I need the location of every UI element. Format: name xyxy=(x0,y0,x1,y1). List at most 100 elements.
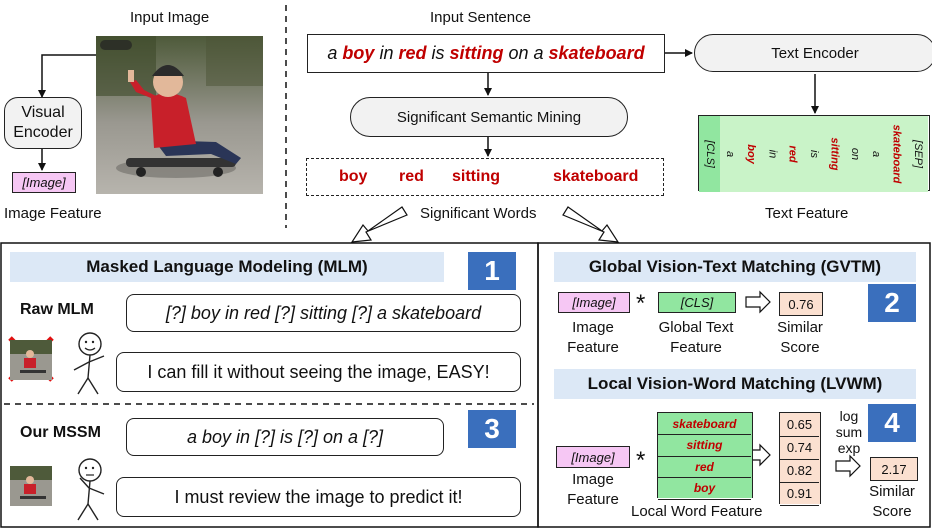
text-feature-token-label: sitting xyxy=(828,137,841,171)
keyword-token: sitting xyxy=(449,43,504,63)
multiply-operator: * xyxy=(636,290,646,317)
sig-word: boy xyxy=(339,168,368,185)
visual-encoder-label: Visual Encoder xyxy=(13,104,73,141)
text-feature-token: a xyxy=(719,116,742,192)
label-line: Score xyxy=(872,503,912,520)
text-feature-token: sitting xyxy=(823,116,846,192)
multiply-operator: * xyxy=(636,447,646,474)
label-line: exp xyxy=(837,440,861,456)
ours-thought-bubble: I must review the image to predict it! xyxy=(116,477,521,517)
label-line: Feature xyxy=(567,491,619,508)
text-feature-token: skateboard xyxy=(886,116,909,192)
label-line: Image xyxy=(572,319,614,336)
text-feature-token-label: in xyxy=(765,149,778,159)
raw-mlm-label: Raw MLM xyxy=(20,301,94,318)
mssm-badge: 3 xyxy=(468,410,516,448)
thumbnail-photo xyxy=(10,340,52,380)
text-feature-token: is xyxy=(803,116,825,192)
label-line: sum xyxy=(835,424,863,440)
gvtm-similar-score-label: Similar Score xyxy=(770,318,830,358)
sentence-token: is xyxy=(426,43,450,63)
local-word-token: sitting xyxy=(658,435,751,457)
local-score-value: 0.65 xyxy=(780,413,819,437)
mlm-title: Masked Language Modeling (MLM) xyxy=(10,252,444,282)
keyword-token: red xyxy=(398,43,427,63)
text-feature-token-label: [CLS] xyxy=(703,140,716,168)
text-feature-token-label: a xyxy=(869,150,882,158)
text-feature-token-label: on xyxy=(849,147,862,161)
label-line: Feature xyxy=(670,339,722,356)
gvtm-title: Global Vision-Text Matching (GVTM) xyxy=(554,252,916,282)
lvwm-badge: 4 xyxy=(868,404,916,442)
lvwm-image-token: [Image] xyxy=(556,446,630,468)
ours-masked-sentence: a boy in [?] is [?] on a [?] xyxy=(126,418,444,456)
text-feature-label: Text Feature xyxy=(765,205,849,222)
sentence-token: on a xyxy=(503,43,549,63)
label-line: Similar xyxy=(869,483,915,500)
ssm-label: Significant Semantic Mining xyxy=(396,108,582,126)
gvtm-score: 0.76 xyxy=(779,292,823,316)
text-feature-token: on xyxy=(844,116,867,192)
global-text-feature-label: Global Text Feature xyxy=(646,318,746,358)
text-feature-token: boy xyxy=(740,116,763,192)
text-feature-token-label: a xyxy=(724,150,737,158)
lvwm-image-feature-label: Image Feature xyxy=(548,470,638,510)
text-feature-token-label: is xyxy=(807,150,820,158)
keyword-token: boy xyxy=(342,43,375,63)
significant-semantic-mining: Significant Semantic Mining xyxy=(350,97,628,137)
text-encoder-label: Text Encoder xyxy=(771,44,859,62)
label-line: Image xyxy=(572,471,614,488)
text-feature-token: [SEP] xyxy=(907,116,928,192)
keyword-token: skateboard xyxy=(548,43,645,63)
input-photo xyxy=(96,36,263,194)
label-line: log xyxy=(839,408,859,424)
gvtm-cls-token: [CLS] xyxy=(658,292,736,313)
lvwm-title: Local Vision-Word Matching (LVWM) xyxy=(554,369,916,399)
sig-word: red xyxy=(399,168,424,185)
our-mssm-label: Our MSSM xyxy=(20,424,101,441)
label-line: Score xyxy=(780,339,820,356)
skateboard-thumb-icon xyxy=(10,466,52,506)
gvtm-badge: 2 xyxy=(868,284,916,322)
input-sentence: a boy in red is sitting on a skateboard xyxy=(327,43,644,64)
significant-words-label: Significant Words xyxy=(420,205,537,222)
thinking-person-icon xyxy=(77,458,105,521)
label-line: Similar xyxy=(777,319,823,336)
input-image-label: Input Image xyxy=(130,9,210,26)
thinking-person-icon xyxy=(73,332,105,395)
local-word-feature-label: Local Word Feature xyxy=(631,503,763,520)
gvtm-image-token: [Image] xyxy=(558,292,630,313)
sig-word: sitting xyxy=(452,168,500,185)
label-line: Global Text xyxy=(658,319,734,336)
logsumexp-label: log sum exp xyxy=(832,408,866,456)
text-encoder: Text Encoder xyxy=(694,34,932,72)
local-score-value: 0.82 xyxy=(780,459,819,483)
lvwm-similar-score-label: Similar Score xyxy=(862,482,922,522)
sentence-token: a xyxy=(327,43,343,63)
lvwm-final-score: 2.17 xyxy=(870,457,918,481)
sentence-token: in xyxy=(374,43,399,63)
significant-words-box: boy red sitting skateboard xyxy=(306,158,664,196)
local-word-token: boy xyxy=(658,478,751,500)
text-feature-token: [CLS] xyxy=(699,116,721,192)
skateboard-thumb-icon xyxy=(10,340,52,380)
text-feature-token-label: red xyxy=(786,145,799,163)
input-sentence-box: a boy in red is sitting on a skateboard xyxy=(307,34,665,73)
text-feature-token: in xyxy=(761,116,784,192)
thumbnail-photo xyxy=(10,466,52,506)
skateboard-boy-photo-icon xyxy=(96,36,263,194)
local-word-token: skateboard xyxy=(658,413,751,435)
input-sentence-label: Input Sentence xyxy=(430,9,531,26)
visual-encoder: Visual Encoder xyxy=(4,97,82,149)
gvtm-image-feature-label: Image Feature xyxy=(548,318,638,358)
text-feature-token: red xyxy=(782,116,805,192)
mlm-badge: 1 xyxy=(468,252,516,290)
text-feature-token-label: [SEP] xyxy=(911,139,924,169)
local-score-value: 0.74 xyxy=(780,436,819,460)
text-feature-token-label: skateboard xyxy=(890,124,903,184)
text-feature-token-label: boy xyxy=(745,144,758,164)
raw-thought-bubble: I can fill it without seeing the image, … xyxy=(116,352,521,392)
sig-word: skateboard xyxy=(553,168,639,185)
